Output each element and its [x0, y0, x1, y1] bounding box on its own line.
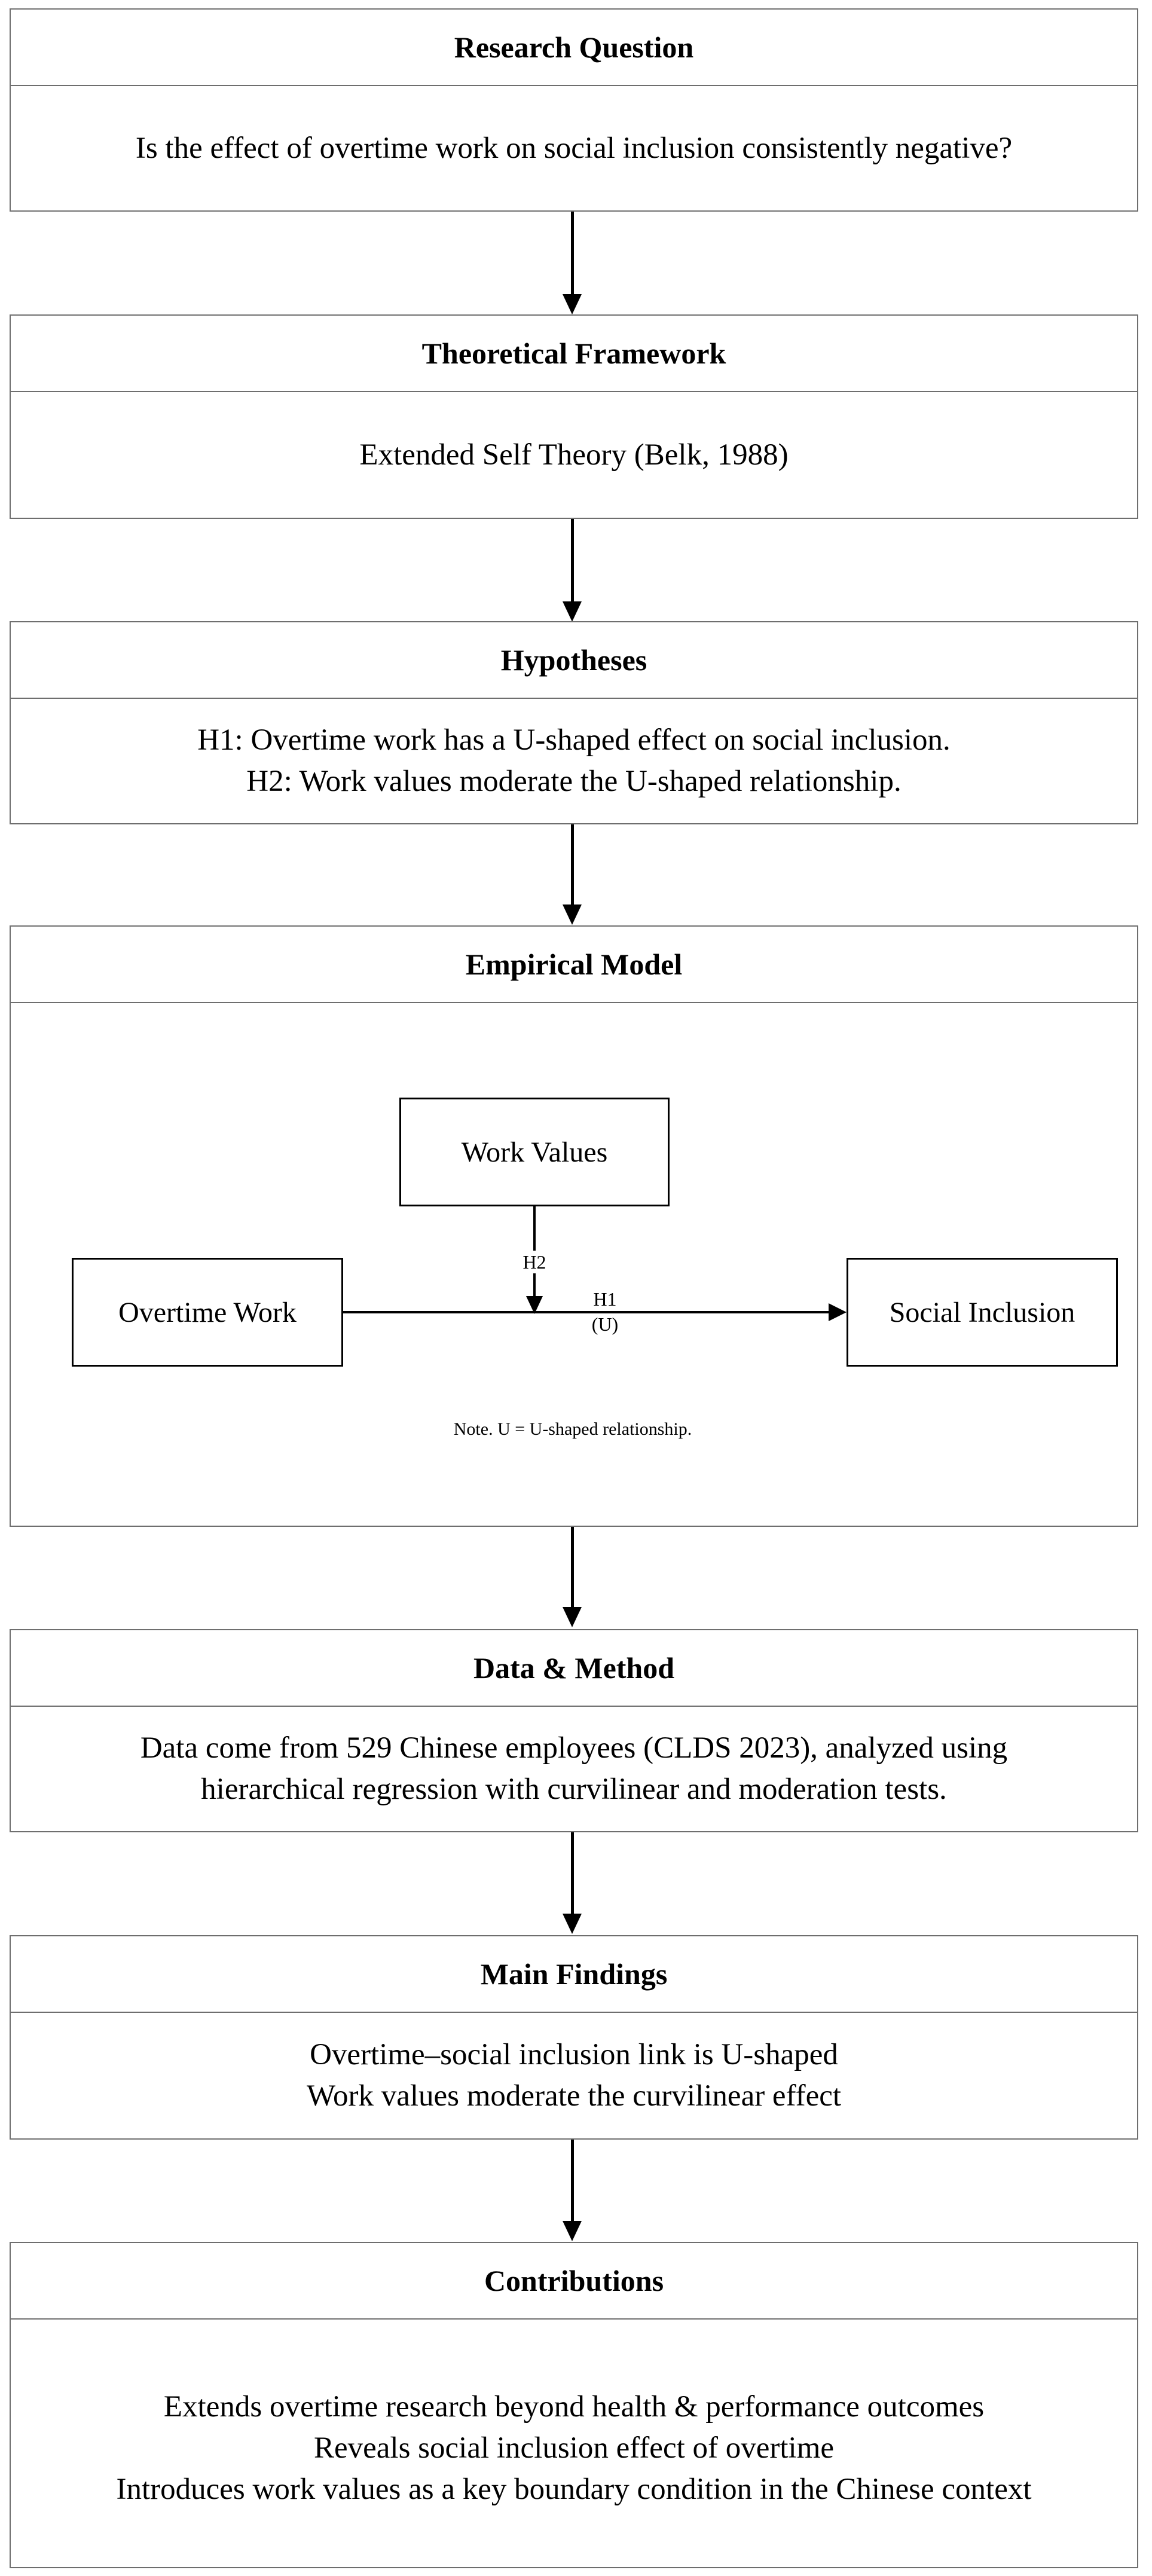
- research-question-box: Research Question Is the effect of overt…: [10, 8, 1138, 212]
- research-question-title: Research Question: [11, 10, 1137, 86]
- theoretical-framework-title: Theoretical Framework: [11, 316, 1137, 392]
- main-finding-1: Overtime–social inclusion link is U-shap…: [310, 2038, 838, 2071]
- hypotheses-title: Hypotheses: [11, 622, 1137, 699]
- empirical-model-box: Empirical Model Work Values Overtime Wor…: [10, 925, 1138, 1527]
- data-method-title: Data & Method: [11, 1630, 1137, 1707]
- data-method-body: Data come from 529 Chinese employees (CL…: [11, 1707, 1137, 1831]
- h2-arrowhead: [526, 1296, 543, 1314]
- model-connectors: [343, 1206, 847, 1321]
- data-method-box: Data & Method Data come from 529 Chinese…: [10, 1629, 1138, 1832]
- theoretical-framework-box: Theoretical Framework Extended Self Theo…: [10, 314, 1138, 519]
- h1-u-label: (U): [591, 1313, 619, 1335]
- contributions-box: Contributions Extends overtime research …: [10, 2242, 1138, 2568]
- hypotheses-body: H1: Overtime work has a U-shaped effect …: [11, 699, 1137, 823]
- hypotheses-box: Hypotheses H1: Overtime work has a U-sha…: [10, 621, 1138, 824]
- research-question-body: Is the effect of overtime work on social…: [11, 86, 1137, 210]
- empirical-model-title: Empirical Model: [11, 927, 1137, 1003]
- main-findings-body: Overtime–social inclusion link is U-shap…: [11, 2013, 1137, 2138]
- contribution-3: Introduces work values as a key boundary…: [116, 2472, 1032, 2506]
- main-finding-2: Work values moderate the curvilinear eff…: [306, 2079, 842, 2113]
- social-inclusion-node: Social Inclusion: [847, 1258, 1118, 1367]
- theoretical-framework-text: Extended Self Theory (Belk, 1988): [359, 438, 789, 472]
- hypothesis-h2: H2: Work values moderate the U-shaped re…: [246, 765, 902, 798]
- theoretical-framework-body: Extended Self Theory (Belk, 1988): [11, 392, 1137, 518]
- data-method-line-2: hierarchical regression with curvilinear…: [201, 1773, 947, 1806]
- model-note: Note. U = U-shaped relationship.: [453, 1419, 692, 1439]
- h1-label: H1: [593, 1288, 617, 1310]
- data-method-line-1: Data come from 529 Chinese employees (CL…: [140, 1731, 1008, 1765]
- work-values-node: Work Values: [399, 1098, 670, 1206]
- contribution-1: Extends overtime research beyond health …: [163, 2389, 985, 2424]
- empirical-model-diagram: Work Values Overtime Work Social Inclusi…: [11, 1003, 1137, 1526]
- contribution-2: Reveals social inclusion effect of overt…: [313, 2431, 834, 2465]
- h1-arrowhead: [829, 1303, 847, 1321]
- contributions-title: Contributions: [11, 2243, 1137, 2320]
- research-question-text: Is the effect of overtime work on social…: [135, 131, 1013, 165]
- contributions-body: Extends overtime research beyond health …: [11, 2320, 1137, 2567]
- hypothesis-h1: H1: Overtime work has a U-shaped effect …: [197, 723, 951, 757]
- overtime-work-node: Overtime Work: [72, 1258, 343, 1367]
- main-findings-title: Main Findings: [11, 1936, 1137, 2013]
- main-findings-box: Main Findings Overtime–social inclusion …: [10, 1935, 1138, 2140]
- h2-label: H2: [517, 1251, 552, 1273]
